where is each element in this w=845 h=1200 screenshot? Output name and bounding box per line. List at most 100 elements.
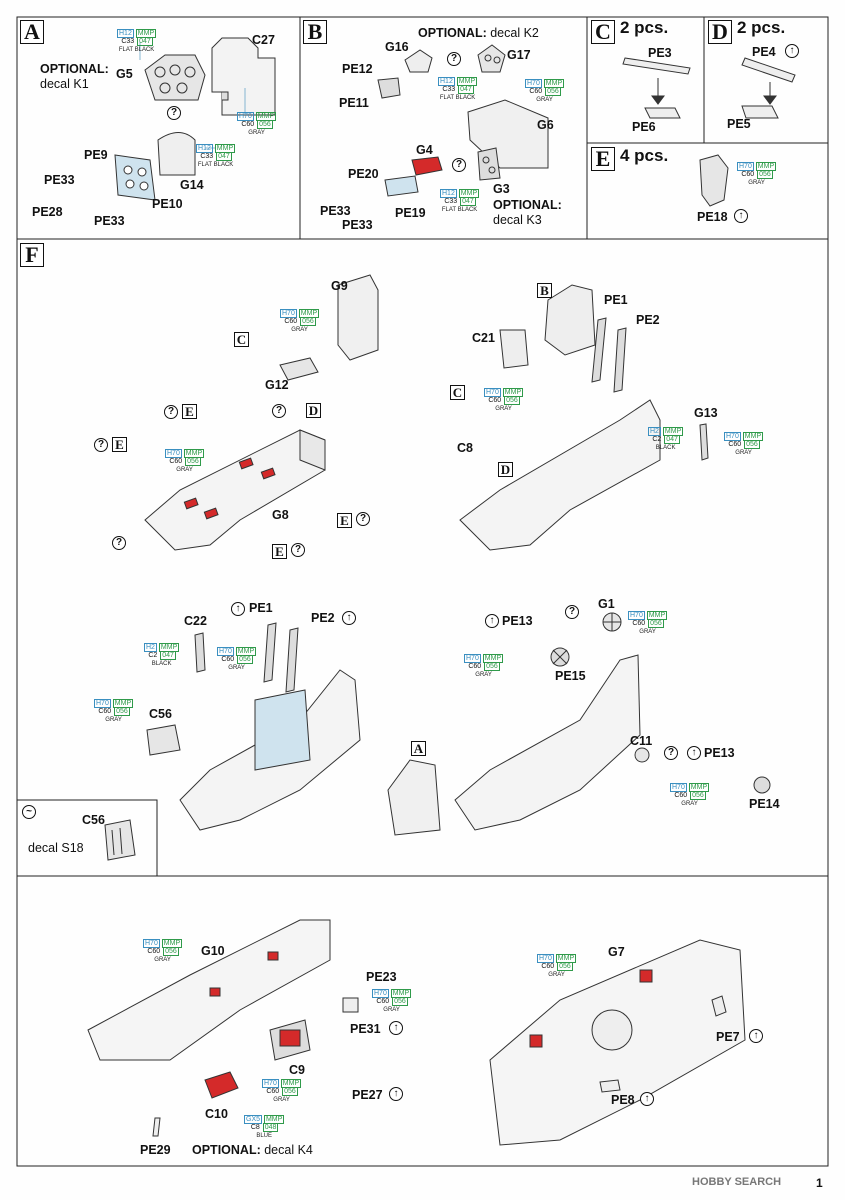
label-pe1-s3: PE1 <box>249 601 273 615</box>
part-pe19 <box>384 175 419 197</box>
question-icon: ? <box>164 405 178 419</box>
paint-callout-b1: H12 MMP C33 047 FLAT BLACK <box>438 77 478 101</box>
cockpit-tub-step4 <box>454 654 641 831</box>
paint-callout-f2b: H2 MMP C2 047 BLACK <box>648 427 684 451</box>
paint-callout-f4a: H70 MMP C60 056 GRAY <box>628 611 668 635</box>
paint-callout-f2a: H70 MMP C60 056 GRAY <box>484 388 524 412</box>
question-icon: ? <box>272 404 286 418</box>
label-pe28: PE28 <box>32 205 63 219</box>
section-letter-f: F <box>20 243 44 267</box>
label-pe33-b2: PE33 <box>342 218 373 232</box>
ref-box-e: E <box>112 437 127 452</box>
paint-callout-f4b: H70 MMP C60 056 GRAY <box>464 654 504 678</box>
part-pe31 <box>342 997 359 1013</box>
cockpit-tub-step1 <box>144 429 326 551</box>
label-pe33-a1: PE33 <box>44 173 75 187</box>
page-number: 1 <box>816 1176 823 1190</box>
label-pe13-a: PE13 <box>502 614 533 628</box>
part-pe4 <box>741 57 796 105</box>
label-c8: C8 <box>457 441 473 455</box>
part-g1 <box>602 612 622 632</box>
part-g4-red <box>411 156 443 176</box>
question-icon: ? <box>112 536 126 550</box>
bend-icon: ↑ <box>342 611 356 625</box>
part-pe29 <box>152 1117 161 1137</box>
part-g12 <box>279 357 319 381</box>
part-g9 <box>337 274 379 361</box>
question-icon: ? <box>356 512 370 526</box>
ref-box-c: C <box>234 332 249 347</box>
part-a-coaming <box>387 759 441 836</box>
label-g9: G9 <box>331 279 348 293</box>
label-pe27: PE27 <box>352 1088 383 1102</box>
optional-bl: OPTIONAL: decal K4 <box>192 1143 313 1157</box>
label-pe18: PE18 <box>697 210 728 224</box>
part-pe11 <box>377 77 401 99</box>
paint-callout-f4c: H70 MMP C60 056 GRAY <box>670 783 710 807</box>
part-pe3 <box>622 57 691 105</box>
label-pe33-a2: PE33 <box>94 214 125 228</box>
ref-box-e: E <box>182 404 197 419</box>
label-pe23: PE23 <box>366 970 397 984</box>
paint-callout-f3c: H70 MMP C60 056 GRAY <box>94 699 134 723</box>
section-letter-d: D <box>708 20 732 44</box>
part-seat-step2 <box>544 284 596 356</box>
paint-callout-bl3: H70 MMP C60 056 GRAY <box>262 1079 302 1103</box>
optional-a-title: OPTIONAL: <box>40 62 109 76</box>
part-c56 <box>146 724 181 756</box>
section-letter-a: A <box>20 20 44 44</box>
label-pe3: PE3 <box>648 46 672 60</box>
ref-box-a: A <box>411 741 426 756</box>
label-pe19: PE19 <box>395 206 426 220</box>
qty-c: 2 pcs. <box>620 18 669 37</box>
label-c27: C27 <box>252 33 275 47</box>
part-g3 <box>477 147 501 181</box>
label-pe10: PE10 <box>152 197 183 211</box>
optional-b-top: OPTIONAL: decal K2 <box>418 26 539 40</box>
label-pe4: PE4 <box>752 45 776 59</box>
paint-callout-a1: H12 MMP C33 047 FLAT BLACK <box>117 29 157 53</box>
ref-box-d: D <box>306 403 321 418</box>
part-pe15 <box>550 647 570 667</box>
question-icon: ? <box>291 543 305 557</box>
label-pe11: PE11 <box>339 96 369 110</box>
label-pe13-b: PE13 <box>704 746 735 760</box>
ref-box-b: B <box>537 283 552 298</box>
red-parts-step1 <box>183 457 276 520</box>
paint-callout-bl1: H70 MMP C60 056 GRAY <box>143 939 183 963</box>
part-c11 <box>634 747 650 763</box>
ref-box-c: C <box>450 385 465 400</box>
cockpit-tub-step2 <box>459 399 661 551</box>
label-pe12: PE12 <box>342 62 373 76</box>
label-g16: G16 <box>385 40 409 54</box>
part-pe1-pe2-step3 <box>263 622 299 693</box>
label-c56-decal: C56 <box>82 813 105 827</box>
label-g8: G8 <box>272 508 289 522</box>
label-pe9: PE9 <box>84 148 108 162</box>
bend-icon: ↑ <box>785 44 799 58</box>
paint-callout-f3a: H2 MMP C2 047 BLACK <box>144 643 180 667</box>
ref-box-d: D <box>498 462 513 477</box>
bend-icon: ↑ <box>640 1092 654 1106</box>
part-pe6 <box>644 107 681 119</box>
bend-icon: ↑ <box>389 1021 403 1035</box>
qty-e: 4 pcs. <box>620 146 669 165</box>
label-c11: C11 <box>630 734 653 748</box>
decal-s18-text: decal S18 <box>28 841 84 855</box>
label-c56: C56 <box>149 707 172 721</box>
part-pe1-pe2-step2 <box>591 317 627 393</box>
part-c22 <box>194 632 206 673</box>
label-pe7: PE7 <box>716 1030 740 1044</box>
paint-callout-b3: H12 MMP C33 047 FLAT BLACK <box>440 189 480 213</box>
question-icon: ? <box>565 605 579 619</box>
part-pe14 <box>753 776 771 794</box>
label-g6: G6 <box>537 118 554 132</box>
paint-callout-bl2: H70 MMP C60 056 GRAY <box>372 989 412 1013</box>
label-g17: G17 <box>507 48 531 62</box>
bend-icon: ↑ <box>389 1087 403 1101</box>
part-g10-red <box>209 951 279 997</box>
label-pe2-s2: PE2 <box>636 313 660 327</box>
paint-callout-b2: H70 MMP C60 056 GRAY <box>525 79 565 103</box>
label-pe2-s3: PE2 <box>311 611 335 625</box>
